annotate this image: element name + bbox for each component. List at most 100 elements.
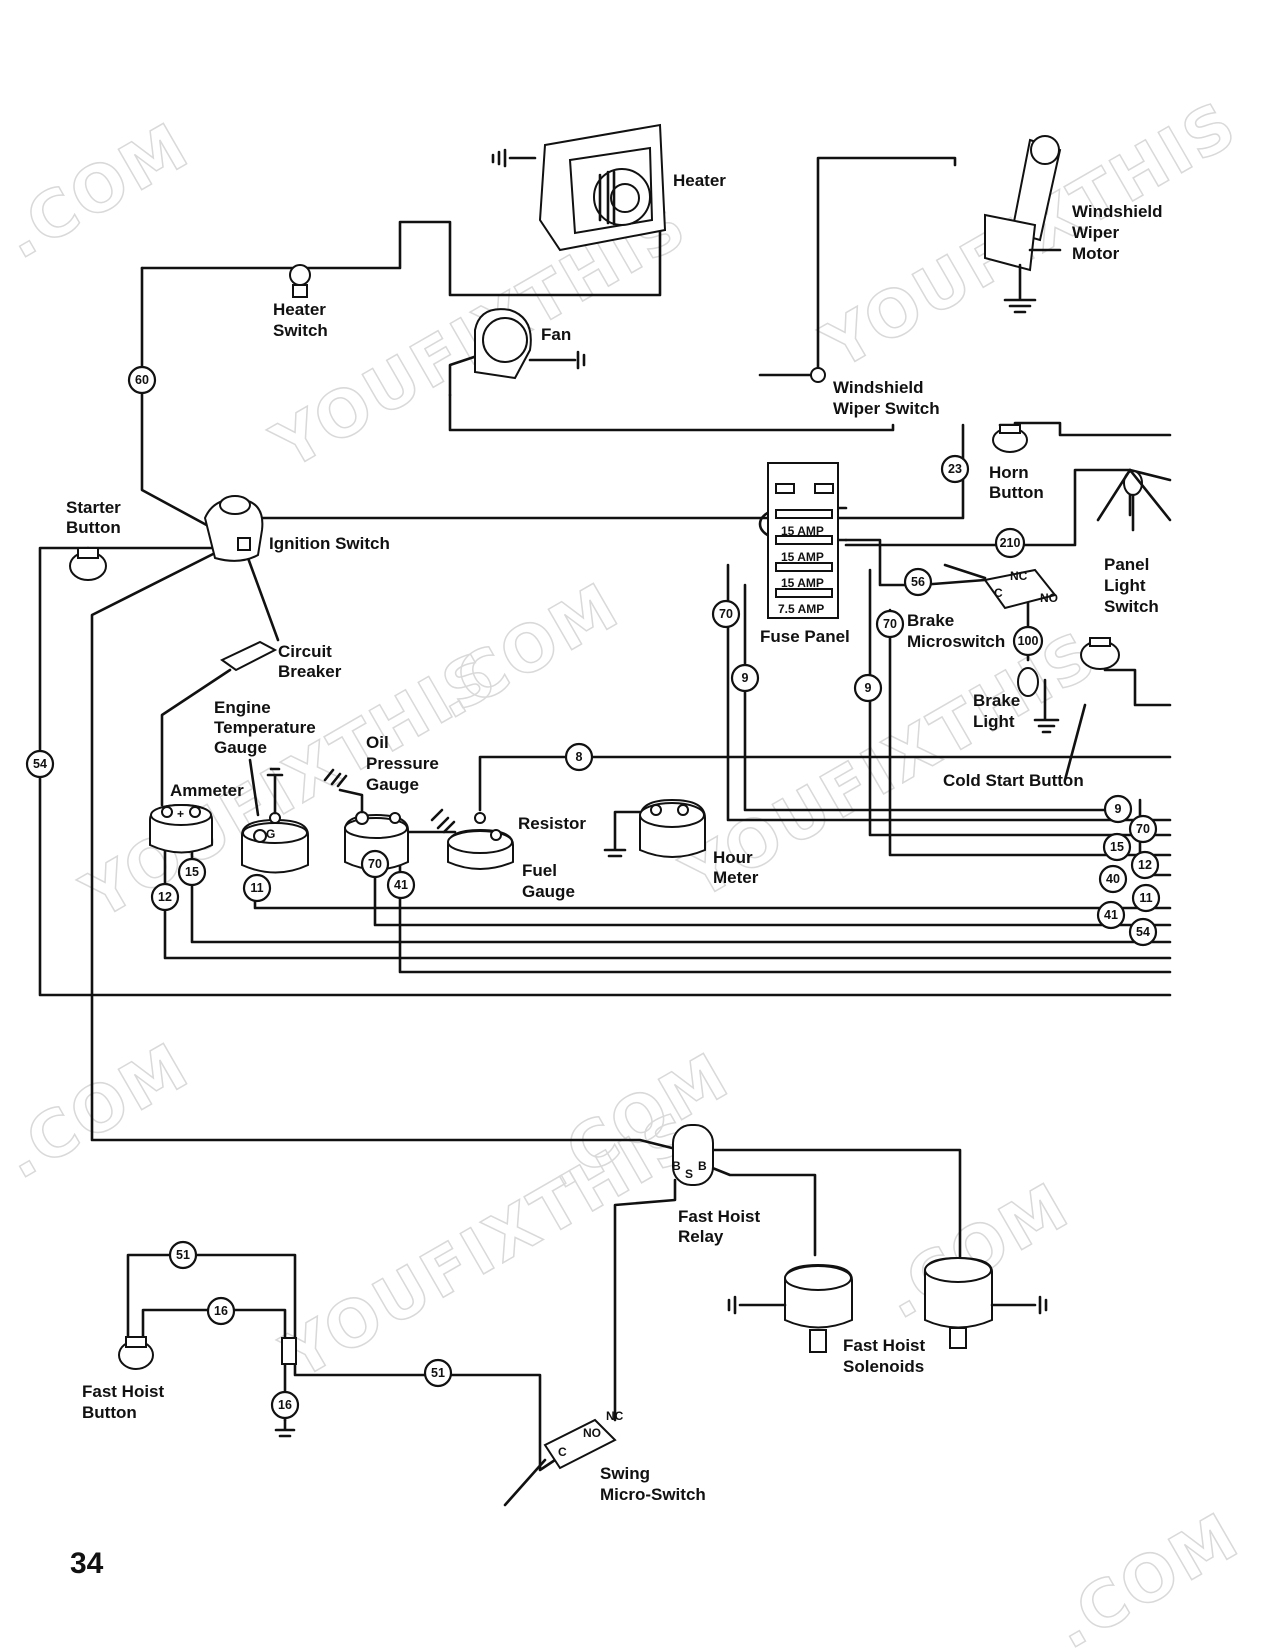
panel-light-label-2: Light — [1104, 576, 1146, 595]
wiper-motor-label-1: Windshield — [1072, 202, 1163, 221]
wire-number-tag: 11 — [1139, 891, 1152, 905]
panel-light-switch: Panel Light Switch — [1096, 468, 1172, 616]
brake-light-label-1: Brake — [973, 691, 1020, 710]
fuse-panel: 15 AMP 15 AMP 15 AMP 7.5 AMP Fuse Panel — [760, 462, 850, 646]
fuel-gauge-label-1: Fuel — [522, 861, 557, 880]
starter-button: Starter Button — [66, 498, 121, 581]
wire-number-tag: 16 — [214, 1304, 228, 1318]
oil-gauge-label-2: Pressure — [366, 754, 439, 773]
swing-switch-terminal: NO — [583, 1426, 601, 1440]
heater-switch-label-2: Switch — [273, 321, 328, 340]
fast-hoist-solenoids: Fast Hoist Solenoids — [727, 1256, 1048, 1376]
hour-meter: Hour Meter — [603, 798, 759, 887]
horn-button-label-1: Horn — [989, 463, 1029, 482]
wiper-switch-label-2: Wiper Switch — [833, 399, 940, 418]
watermark-text: .COM — [1041, 1499, 1252, 1650]
solenoids-label-1: Fast Hoist — [843, 1336, 926, 1355]
cold-start-label: Cold Start Button — [943, 771, 1084, 790]
fuse-rating: 7.5 AMP — [778, 602, 824, 616]
wire-number-tag: 9 — [742, 671, 749, 685]
wire-number-tag: 23 — [948, 462, 962, 476]
swing-switch-terminal: NC — [606, 1409, 624, 1423]
swing-switch-label-2: Micro-Switch — [600, 1485, 706, 1504]
wire-number-tag: 70 — [368, 857, 382, 871]
hour-meter-label-1: Hour — [713, 848, 753, 867]
circuit-breaker: Circuit Breaker — [220, 640, 342, 681]
fast-hoist-button: Fast Hoist Button — [82, 1336, 297, 1438]
wire-number-tag: 16 — [278, 1398, 292, 1412]
wiper-motor-label-3: Motor — [1072, 244, 1120, 263]
windshield-wiper-switch: Windshield Wiper Switch — [810, 367, 940, 418]
wire-number-tag: 40 — [1106, 872, 1120, 886]
fast-hoist-button-label-2: Button — [82, 1403, 137, 1422]
fan-label: Fan — [541, 325, 571, 344]
wire-number-tag: 41 — [394, 878, 408, 892]
ignition-switch: Ignition Switch — [203, 495, 390, 562]
fast-hoist-button-label-1: Fast Hoist — [82, 1382, 165, 1401]
relay-terminal: S — [685, 1167, 693, 1181]
wire-number-tag: 54 — [1136, 925, 1150, 939]
heater-switch: Heater Switch — [273, 264, 328, 340]
wire-number-tag: 100 — [1018, 634, 1039, 648]
circuit-breaker-label-2: Breaker — [278, 662, 342, 681]
windshield-wiper-motor: Windshield Wiper Motor — [984, 135, 1163, 314]
fan: Fan — [474, 308, 586, 380]
fast-hoist-relay: B S B Fast Hoist Relay — [672, 1124, 761, 1246]
temp-gauge-label-1: Engine — [214, 698, 271, 717]
brake-switch-terminal: C — [994, 586, 1003, 600]
temp-gauge-label-2: Temperature — [214, 718, 316, 737]
brake-microswitch-label-2: Microswitch — [907, 632, 1005, 651]
brake-light: Brake Light — [973, 667, 1060, 734]
fuel-gauge: Resistor Fuel Gauge — [430, 808, 586, 901]
wiper-motor-label-2: Wiper — [1072, 223, 1119, 242]
temp-gauge-terminal: G — [266, 827, 275, 841]
brake-switch-terminal: NC — [1010, 569, 1028, 583]
ammeter-label: Ammeter — [170, 781, 244, 800]
wire-number-tag: 12 — [158, 890, 172, 904]
wiper-switch-label-1: Windshield — [833, 378, 924, 397]
wire-number-tag: 12 — [1138, 858, 1152, 872]
swing-switch-label-1: Swing — [600, 1464, 650, 1483]
oil-pressure-gauge: Oil Pressure Gauge — [323, 733, 439, 871]
wire-number-tag: 70 — [719, 607, 733, 621]
panel-light-label-1: Panel — [1104, 555, 1149, 574]
fuel-gauge-label-2: Gauge — [522, 882, 575, 901]
ammeter: + Ammeter — [149, 781, 244, 854]
ignition-switch-label: Ignition Switch — [269, 534, 390, 553]
brake-microswitch-label-1: Brake — [907, 611, 954, 630]
relay-terminal: B — [698, 1159, 707, 1173]
horn-button-label-2: Button — [989, 483, 1044, 502]
wire-number-tag: 70 — [883, 617, 897, 631]
heater: Heater — [491, 123, 726, 252]
starter-button-label-2: Button — [66, 518, 121, 537]
brake-microswitch: NC C NO Brake Microswitch — [907, 563, 1058, 651]
wire-number-tag: 51 — [431, 1366, 445, 1380]
wire-number-tags: 60 54 23 210 56 70 70 9 9 100 8 15 12 11… — [25, 365, 1161, 1420]
circuit-breaker-label-1: Circuit — [278, 642, 332, 661]
cold-start-button: Cold Start Button — [943, 637, 1120, 790]
relay-label-2: Relay — [678, 1227, 724, 1246]
heater-switch-label-1: Heater — [273, 300, 326, 319]
wire-number-tag: 11 — [250, 881, 263, 895]
watermark-text: YOUFIXTHIS — [70, 638, 510, 935]
engine-temperature-gauge: G Engine Temperature Gauge — [214, 698, 316, 874]
solenoids-label-2: Solenoids — [843, 1357, 924, 1376]
brake-switch-terminal: NO — [1040, 591, 1058, 605]
wire-number-tag: 56 — [911, 575, 925, 589]
wire-number-tag: 210 — [1000, 536, 1021, 550]
watermark-text: .COM — [0, 109, 202, 274]
swing-switch-terminal: C — [558, 1445, 567, 1459]
horn-button: Horn Button — [989, 424, 1044, 502]
wire-number-tag: 41 — [1104, 908, 1118, 922]
wire-number-tag: 9 — [1115, 802, 1122, 816]
page-number: 34 — [70, 1547, 104, 1580]
fuse-panel-label: Fuse Panel — [760, 627, 850, 646]
brake-light-label-2: Light — [973, 712, 1015, 731]
oil-gauge-label-1: Oil — [366, 733, 389, 752]
fuse-rating: 15 AMP — [781, 576, 824, 590]
panel-light-label-3: Switch — [1104, 597, 1159, 616]
swing-micro-switch: NC NO C Swing Micro-Switch — [503, 1409, 706, 1507]
wire-number-tag: 51 — [176, 1248, 190, 1262]
wire-number-tag: 15 — [1110, 840, 1124, 854]
